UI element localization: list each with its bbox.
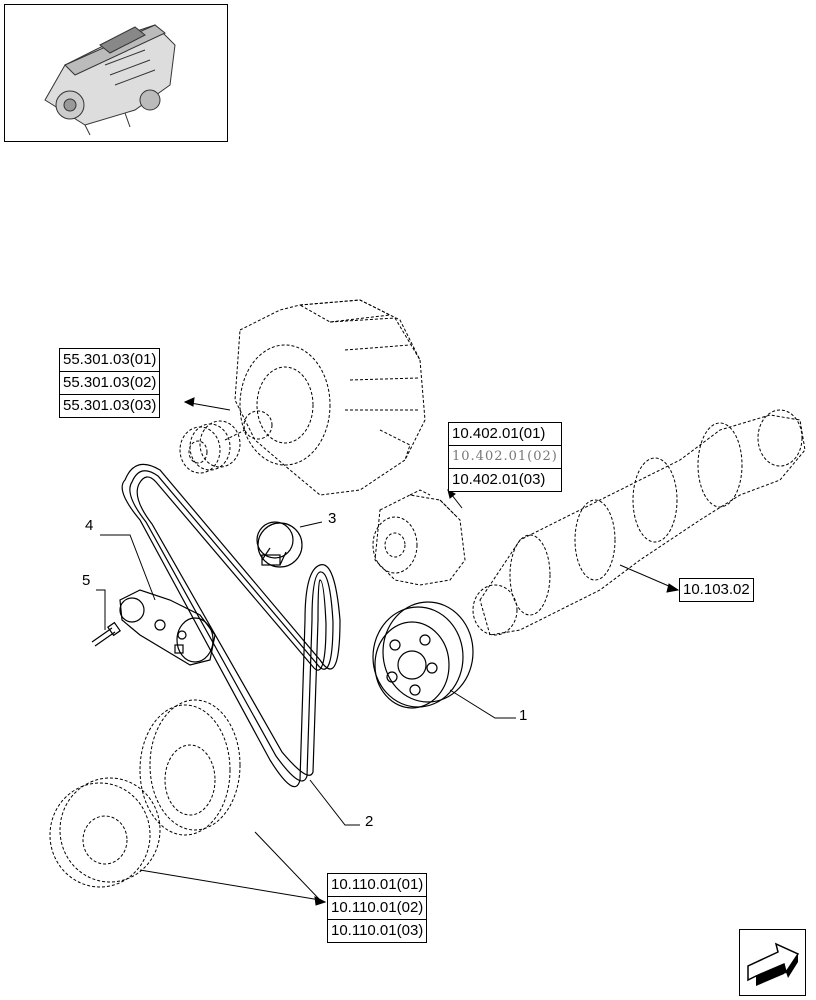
leader-item-4 [100,534,156,601]
leader-damper-b [139,869,321,901]
arrow-damper [314,896,327,906]
damper-ref-group: 10.110.01(01) 10.110.01(02) 10.110.01(03… [327,873,428,943]
tensioner-drawing [119,589,216,666]
leader-item-5 [96,589,106,630]
ref-damper-03[interactable]: 10.110.01(03) [331,922,424,939]
ref-damper-01[interactable]: 10.110.01(01) [328,874,427,897]
bolt-drawing [91,621,121,647]
ref-water-pump-02[interactable]: 10.402.01(02) [449,446,561,469]
ref-crankshaft[interactable]: 10.103.02 [683,581,750,598]
crankshaft-drawing [472,409,806,636]
arrow-water-pump [447,488,456,499]
callout-1: 1 [519,707,528,724]
callout-3: 3 [328,510,337,527]
ref-alternator-01[interactable]: 55.301.03(01) [60,349,160,372]
alternator-ref-group: 55.301.03(01) 55.301.03(02) 55.301.03(03… [59,348,161,418]
leader-item-2 [309,779,360,826]
leader-item-1 [449,689,516,719]
callout-2: 2 [365,813,374,830]
leader-damper-a [254,831,321,901]
ref-water-pump-01[interactable]: 10.402.01(01) [449,423,561,446]
callout-4: 4 [85,517,94,534]
crankshaft-ref-group: 10.103.02 [679,578,754,602]
next-page-arrow-icon [747,942,800,986]
drive-belt-drawing [121,463,341,788]
leader-item-3 [299,521,323,528]
ref-alternator-03[interactable]: 55.301.03(03) [63,397,157,414]
idler-pulley-drawing [256,521,303,568]
damper-drawing [49,699,241,888]
water-pump-drawing [372,489,466,586]
arrow-crankshaft [666,583,680,593]
ref-damper-02[interactable]: 10.110.01(02) [328,897,427,920]
engine-thumbnail-icon [44,24,176,136]
next-page-button[interactable] [739,929,806,996]
ref-alternator-02[interactable]: 55.301.03(02) [60,372,160,395]
callout-5: 5 [82,572,91,589]
arrow-alternator [183,397,195,407]
water-pump-ref-group: 10.402.01(01) 10.402.01(02) 10.402.01(03… [448,422,562,492]
alternator-drawing [179,299,426,496]
ref-water-pump-03[interactable]: 10.402.01(03) [452,471,546,488]
crank-pulley-drawing [372,601,474,709]
engine-thumbnail [4,4,228,142]
